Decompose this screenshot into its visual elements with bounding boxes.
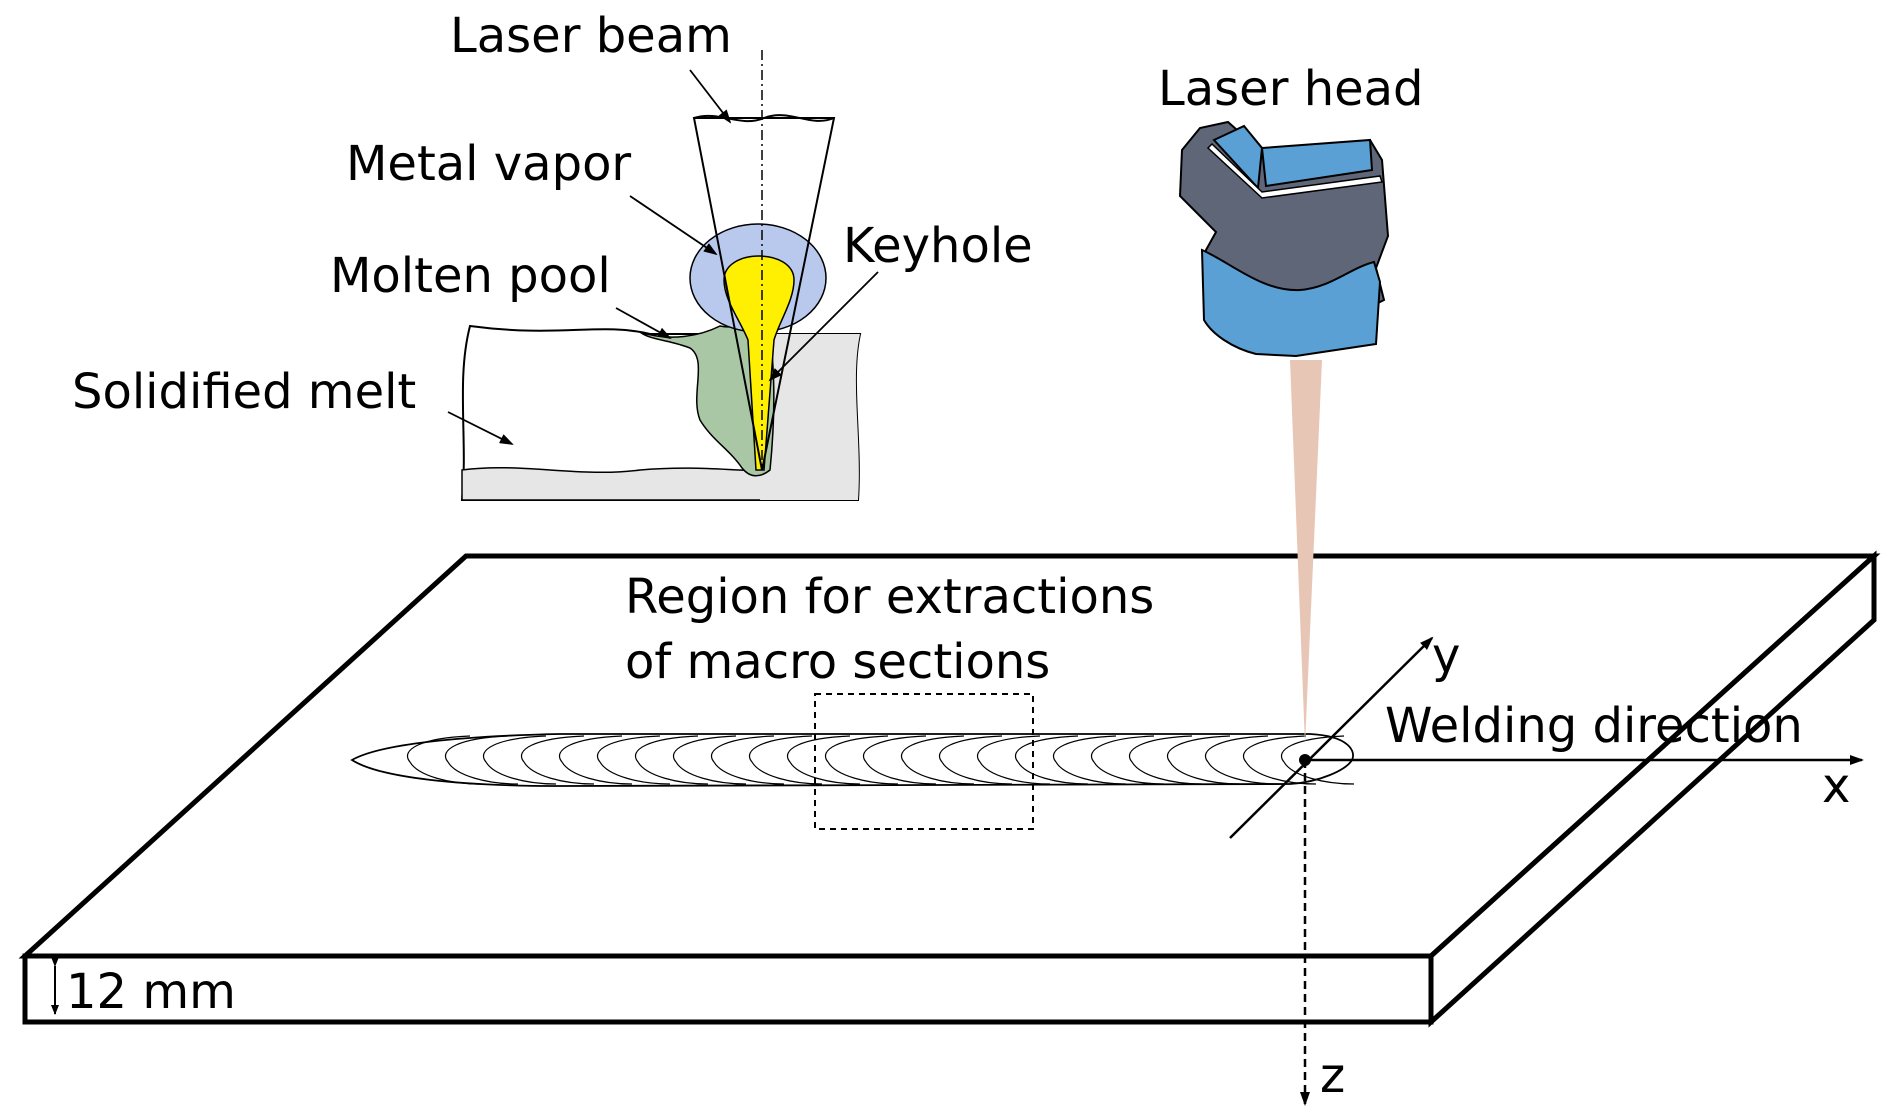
weld-ripple	[825, 735, 899, 785]
weld-ripple	[635, 735, 709, 785]
weld-ripple	[1167, 735, 1241, 785]
weld-ripple	[711, 735, 785, 785]
weld-ripple	[1091, 735, 1165, 785]
z-axis-label: z	[1320, 1048, 1345, 1104]
weld-ripple	[559, 735, 633, 785]
metal-vapor-label: Metal vapor	[346, 136, 631, 192]
laser-head-edge-highlight	[1206, 142, 1383, 199]
inset-beam-top-edge	[693, 114, 835, 123]
y-axis-arrow	[1229, 636, 1434, 839]
laser-beam-to-plate	[1290, 360, 1322, 745]
keyhole-label: Keyhole	[843, 218, 1033, 274]
laser-head-icon	[1178, 120, 1390, 358]
weld-ripple	[1281, 735, 1355, 785]
weld-ripple	[1205, 735, 1279, 785]
weld-ripple	[407, 735, 481, 785]
weld-ripple	[597, 735, 671, 785]
molten-pool-label: Molten pool	[330, 248, 611, 304]
y-axis-label: y	[1432, 628, 1460, 684]
solidified-melt-leader	[447, 411, 514, 445]
weld-ripple	[673, 735, 747, 785]
weld-ripple	[977, 735, 1051, 785]
molten-pool-leader	[615, 307, 672, 339]
keyhole-leader	[768, 271, 879, 382]
inset-base-metal-right	[760, 334, 860, 500]
weld-ripple	[445, 735, 519, 785]
metal-vapor-leader	[629, 195, 718, 256]
weld-ripple	[521, 735, 595, 785]
laser-head-nozzle	[1200, 248, 1382, 358]
weld-ripple	[483, 735, 557, 785]
thickness-label: 12 mm	[66, 964, 236, 1020]
weld-ripple	[1129, 735, 1203, 785]
weld-point	[1299, 754, 1311, 766]
laser-head-top-plate-right	[1260, 138, 1374, 188]
laser-beam-label: Laser beam	[450, 8, 732, 64]
plate-front-face	[22, 953, 1434, 1025]
weld-ripple	[863, 735, 937, 785]
weld-seam	[350, 733, 1355, 787]
molten-pool-region	[639, 325, 775, 477]
workpiece-plate	[18, 550, 1881, 1028]
macro-section-region-box	[814, 693, 1034, 830]
weld-ripple	[939, 735, 1013, 785]
laser-head-label: Laser head	[1158, 61, 1424, 117]
weld-ripple	[749, 735, 823, 785]
laser-beam-leader	[689, 69, 732, 124]
weld-ripple	[901, 735, 975, 785]
region-label-line2: of macro sections	[625, 634, 1050, 690]
keyhole-cross-section-inset	[460, 50, 862, 501]
region-label-line1: Region for extractions	[625, 569, 1154, 625]
weld-ripple	[1015, 735, 1089, 785]
keyhole-cavity	[723, 255, 795, 471]
coordinate-axes: x y z	[1229, 628, 1864, 1106]
welding-direction-label: Welding direction	[1385, 698, 1803, 754]
solidified-melt-label: Solidified melt	[72, 364, 416, 420]
x-axis-label: x	[1822, 758, 1850, 814]
weld-ripple	[1053, 735, 1127, 785]
